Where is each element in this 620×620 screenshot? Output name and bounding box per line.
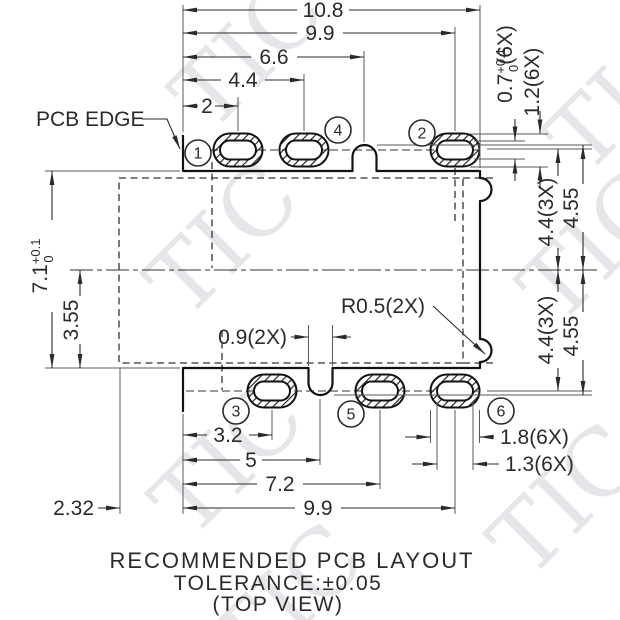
dim-edge-depth: 7.1+0.10 [28,239,56,294]
edge-depth-tol-minus: 0 [41,255,56,262]
dim-pad4-x: 4.4 [228,69,258,92]
radius-leader [432,305,486,355]
notch-offset-upper-value: 4.55 [560,188,583,229]
pad-6 [429,373,481,409]
dim-body-offset: 2.32 [53,497,94,520]
pin-2-label: 2 [418,126,427,143]
slot-height-tol-minus: 0 [506,65,521,72]
pad-1 [212,132,264,168]
dim-row-offset-lower: 4.4(3X) [535,296,558,365]
dim-pad1-x: 2 [201,95,213,118]
row-offset-upper-value: 4.4(3X) [535,178,558,247]
title-block: RECOMMENDED PCB LAYOUT TOLERANCE:±0.05 (… [109,548,474,616]
dim-pad3-x: 3.2 [213,424,242,447]
dimension-lines [49,7,586,511]
pin-4-label: 4 [334,123,343,140]
pin-number-4: 4 [324,116,352,144]
pad-4 [278,132,330,168]
pin-number-6: 6 [487,397,515,425]
pcb-edge-leader [142,118,181,150]
edge-depth-tol-plus: +0.1 [28,239,43,265]
slot-height-tol-plus: +0.1 [493,48,508,74]
pin-number-5: 5 [337,400,365,428]
dim-row-offset-upper: 4.4(3X) [535,178,558,247]
component-body-hidden-outline [118,162,494,390]
svg-text:7.1+0.10: 7.1+0.10 [28,239,56,294]
view-note: (TOP VIEW) [213,593,344,616]
pin-6-label: 6 [497,404,506,421]
dim-pad-height: 1.2(6X) [521,48,544,117]
tolerance-note: TOLERANCE:±0.05 [174,572,383,595]
pcb-edge-outline [181,135,493,412]
pin-number-1: 1 [184,139,212,167]
dim-half-depth: 3.55 [60,300,83,341]
pin-3-label: 3 [232,404,241,421]
pin-numbers: 1 4 2 3 5 6 [184,116,515,428]
radius-note: R0.5(2X) [341,295,425,318]
slot-height-qty: (6X) [494,25,517,65]
edge-depth-value: 7.1 [29,264,52,293]
pin-number-2: 2 [408,119,436,147]
dim-bottom-notch-x: 5 [245,449,257,472]
dim-slot-height: 0.7+0.10(6X) [493,25,521,103]
dimension-texts: 10.8 9.9 6.6 4.4 2 3.2 5 7.2 9.9 2.32 1.… [28,0,583,520]
dim-slot-width: 1.3(6X) [505,453,574,476]
dim-pad-width: 1.8(6X) [500,426,569,449]
row-offset-lower-value: 4.4(3X) [535,296,558,365]
dim-pad6-x: 9.9 [303,497,332,520]
pin-number-3: 3 [222,397,250,425]
pad-height-value: 1.2(6X) [521,48,544,117]
pcb-edge-label: PCB EDGE [36,108,145,131]
dim-pad2-x: 9.9 [305,22,334,45]
notch-width-note: 0.9(2X) [218,326,287,349]
dim-top-notch-x: 6.6 [259,46,288,69]
dim-pad5-x: 7.2 [265,473,294,496]
dim-notch-offset-lower: 4.55 [560,316,583,357]
svg-text:0.7+0.10(6X): 0.7+0.10(6X) [493,25,521,103]
dim-overall-width: 10.8 [303,0,344,22]
pad-3 [246,373,298,409]
slot-height-value: 0.7 [494,74,517,103]
pcb-edge-thin-lines [45,170,180,369]
notch-offset-lower-value: 4.55 [560,316,583,357]
pin-5-label: 5 [347,407,356,424]
pin-1-label: 1 [194,146,203,163]
drawing-title: RECOMMENDED PCB LAYOUT [109,548,474,573]
pad-5 [354,373,406,409]
centerlines [70,149,597,392]
dim-notch-offset-upper: 4.55 [560,188,583,229]
half-depth-value: 3.55 [60,300,83,341]
extension-lines [119,5,592,514]
pad-2 [429,132,481,168]
